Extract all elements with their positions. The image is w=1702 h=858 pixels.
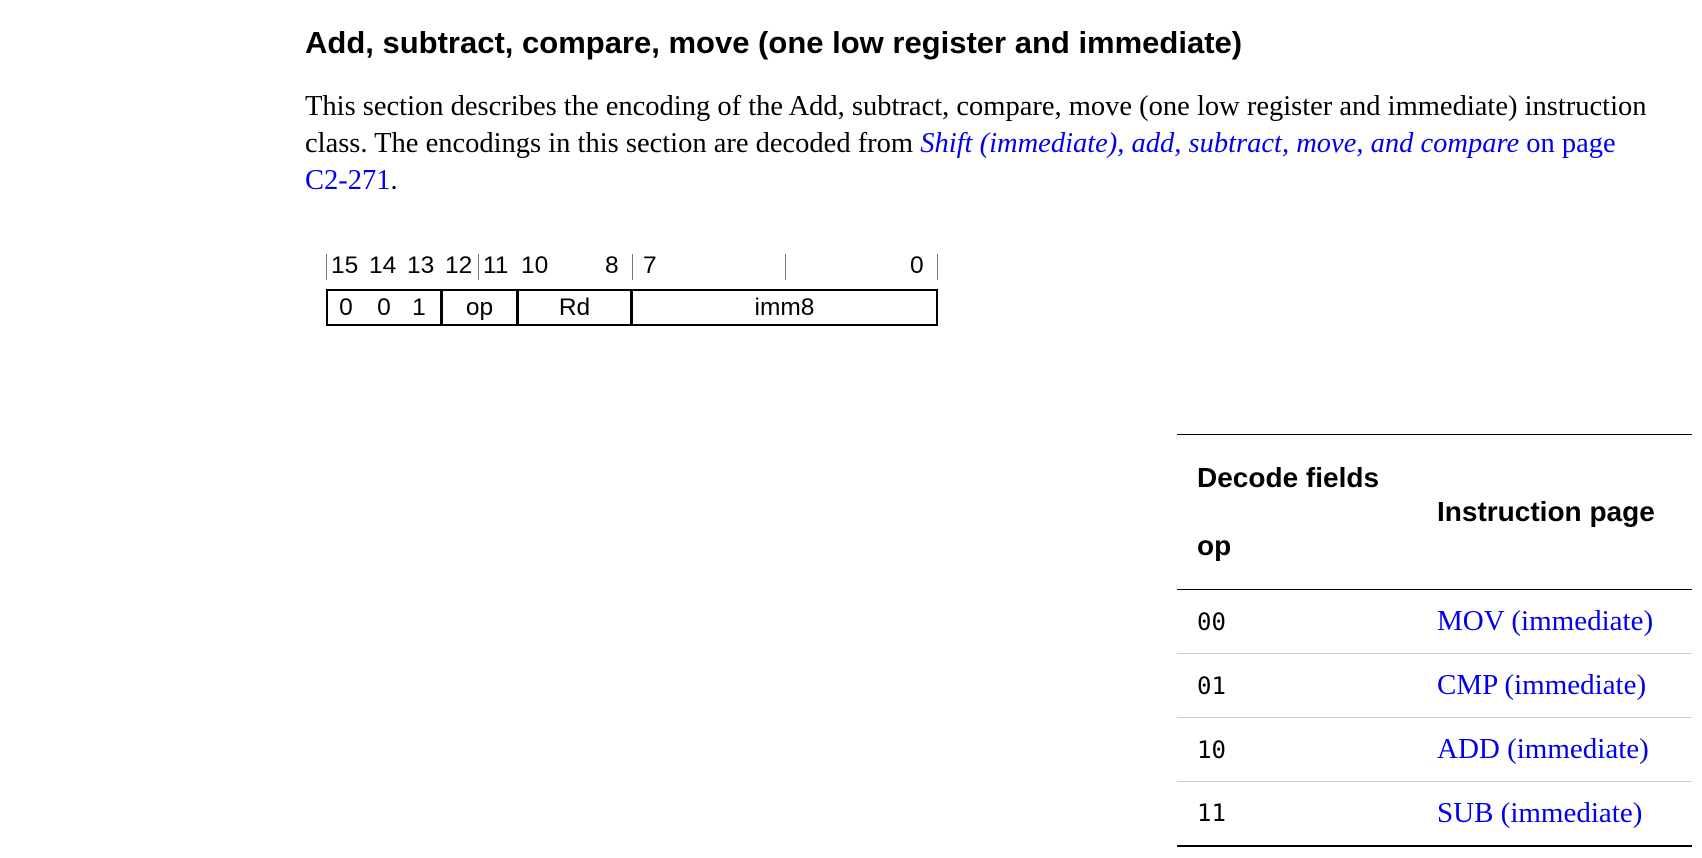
intro-text: This section describes the encoding of t… — [305, 91, 1647, 159]
section-reference-link[interactable]: Shift (immediate), add, subtract, move, … — [305, 128, 1616, 196]
bit-boundary-tick — [478, 254, 479, 280]
decode-fields-group-label: Decode fields — [1197, 462, 1380, 493]
section-heading: Add, subtract, compare, move (one low re… — [305, 25, 1243, 60]
rd-field: Rd — [558, 294, 591, 321]
instruction-page-link[interactable]: MOV (immediate) — [1417, 589, 1692, 654]
op-value: 00 — [1177, 589, 1417, 654]
instruction-page-link[interactable]: ADD (immediate) — [1417, 717, 1692, 782]
imm8-field: imm8 — [754, 294, 815, 321]
table-row: 10 ADD (immediate) — [1177, 717, 1692, 782]
op-value: 10 — [1177, 717, 1417, 782]
op-column-header: op — [1197, 530, 1232, 561]
decode-table: Decode fields op Instruction page 00 MOV… — [1177, 434, 1692, 847]
bit-number: 11 — [483, 252, 509, 279]
op-value: 01 — [1177, 653, 1417, 718]
bit-number: 13 — [407, 252, 435, 279]
section-link-page: on page C2-271 — [305, 128, 1616, 196]
fixed-bit: 0 — [339, 294, 353, 321]
encoding-diagram: 15 14 13 12 11 10 8 7 0 0 0 1 op Rd imm8 — [0, 0, 1702, 340]
bit-boundary-tick — [937, 254, 938, 280]
fixed-bit: 0 — [377, 294, 391, 321]
field-divider — [630, 289, 633, 326]
bit-number: 0 — [910, 252, 924, 279]
bit-number: 8 — [605, 252, 619, 279]
bit-boundary-tick — [632, 254, 633, 280]
instruction-page-link[interactable]: SUB (immediate) — [1417, 781, 1692, 847]
op-field: op — [465, 294, 494, 321]
table-header-row: Decode fields op Instruction page — [1177, 434, 1692, 590]
intro-paragraph: This section describes the encoding of t… — [305, 88, 1665, 199]
section-link-title: Shift (immediate), add, subtract, move, … — [920, 128, 1520, 159]
bit-boundary-tick — [785, 254, 786, 280]
field-divider — [516, 289, 519, 326]
op-value: 11 — [1177, 781, 1417, 847]
fixed-bit: 1 — [412, 294, 426, 321]
bit-number: 12 — [445, 252, 473, 279]
table-row: 11 SUB (immediate) — [1177, 781, 1692, 847]
intro-text-end: . — [390, 165, 398, 196]
table-row: 01 CMP (immediate) — [1177, 653, 1692, 718]
table-row: 00 MOV (immediate) — [1177, 589, 1692, 654]
instruction-page-link[interactable]: CMP (immediate) — [1417, 653, 1692, 718]
bit-number: 15 — [331, 252, 359, 279]
bit-number: 10 — [521, 252, 549, 279]
bit-boundary-tick — [326, 254, 327, 280]
decode-fields-header: Decode fields op — [1177, 434, 1417, 590]
bit-number: 14 — [369, 252, 397, 279]
bit-number: 7 — [643, 252, 657, 279]
field-divider — [440, 289, 443, 326]
instruction-page-header: Instruction page — [1417, 434, 1692, 590]
